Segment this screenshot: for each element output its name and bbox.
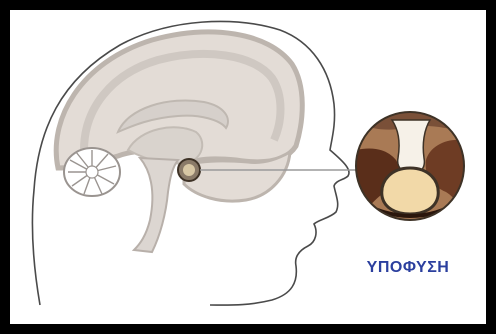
pituitary-label: ΥΠΟΦΥΣΗ xyxy=(356,259,460,277)
cerebellum-icon xyxy=(64,148,120,196)
pituitary-gland-icon xyxy=(178,159,200,181)
magnified-pituitary-icon xyxy=(356,112,464,220)
